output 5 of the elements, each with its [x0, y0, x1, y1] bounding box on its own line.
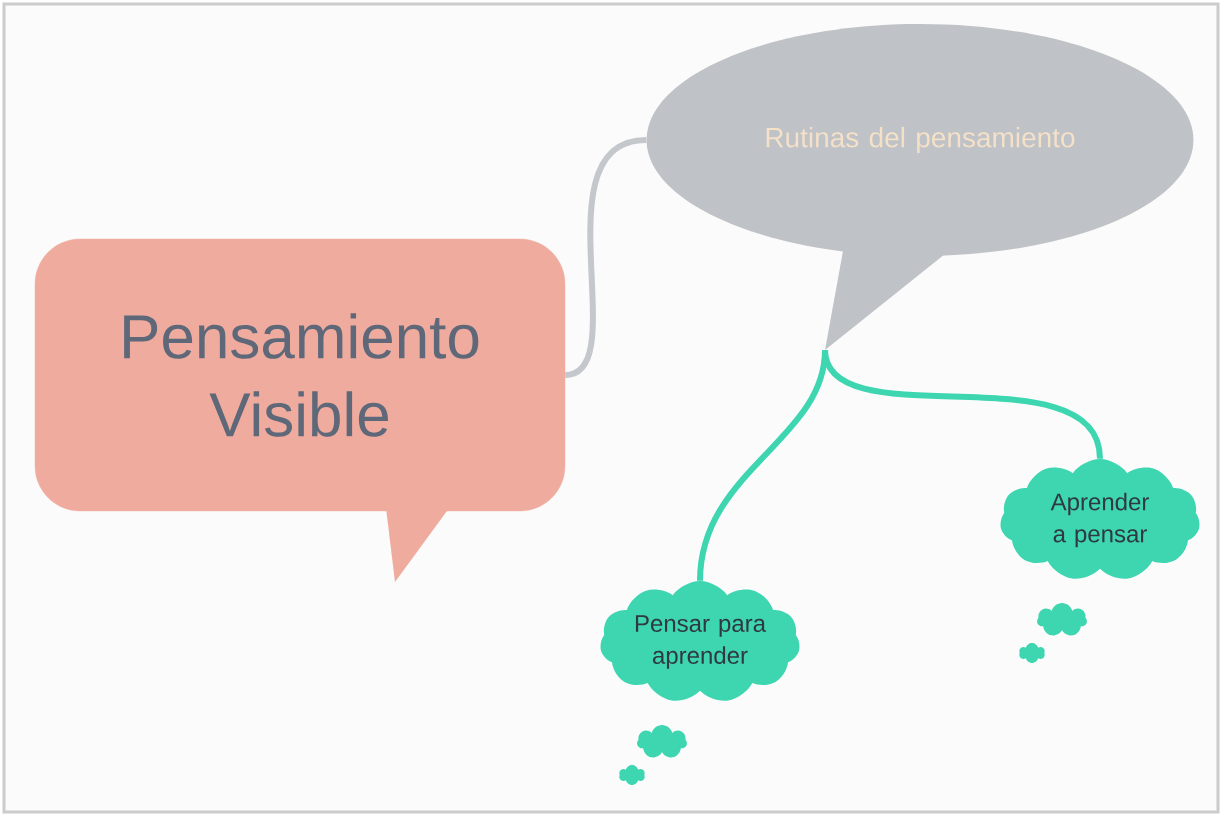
connector-line: [822, 349, 1103, 460]
thought-cloud: Pensar para aprender: [600, 580, 800, 785]
thought-cloud: Aprender a pensar: [1000, 458, 1200, 663]
speech-bubble: Pensamiento Visible: [34, 238, 566, 582]
connector-line: [564, 137, 647, 378]
